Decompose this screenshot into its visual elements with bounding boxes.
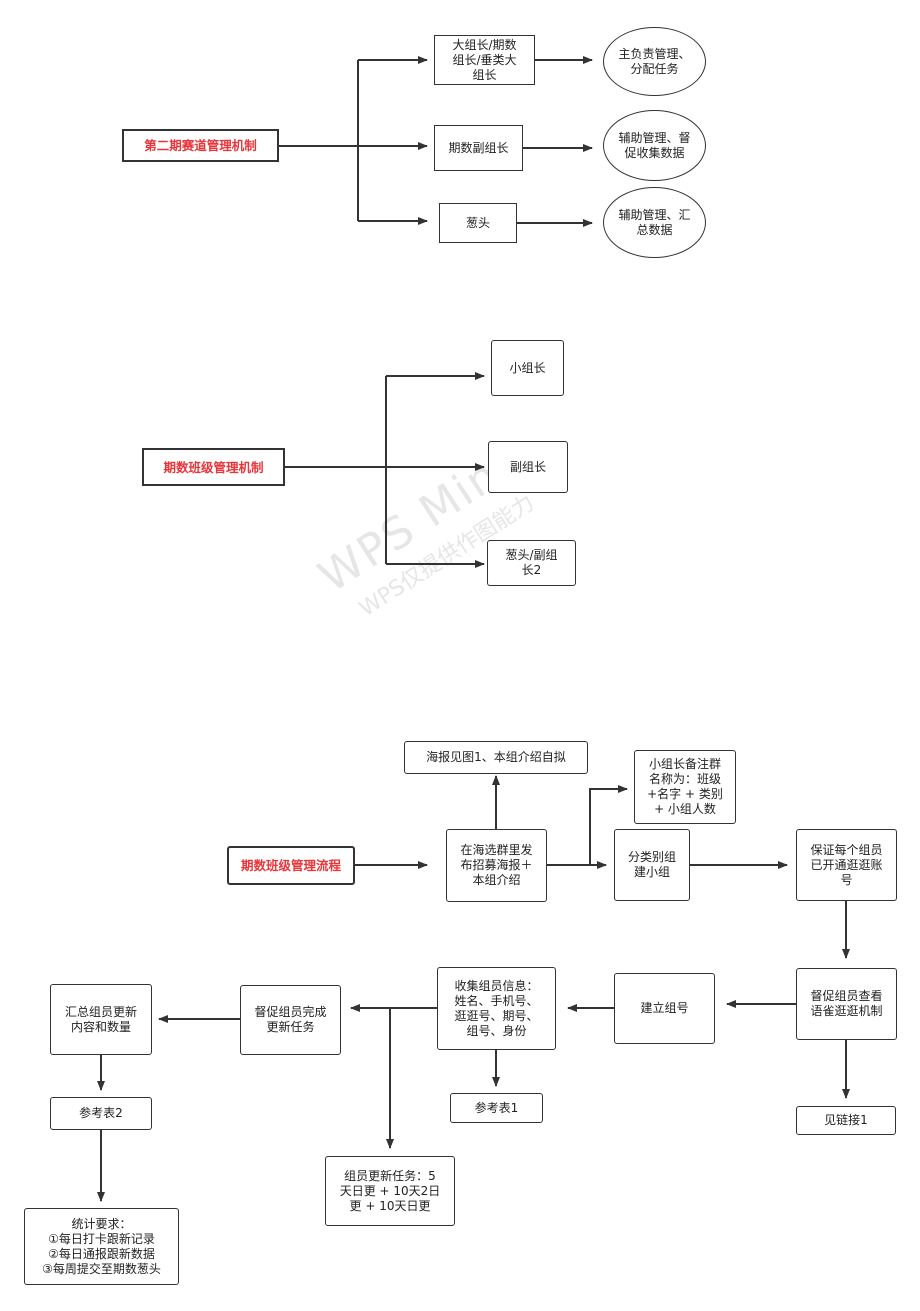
s3-title-node: 期数班级管理流程: [227, 846, 355, 885]
s3-group-node: 分类别组 建小组: [614, 829, 690, 901]
s2-title-node: 期数班级管理机制: [142, 448, 285, 486]
s2-role-node-1: 小组长: [491, 340, 564, 396]
s3-ensure-node: 保证每个组员 已开通逛逛账 号: [796, 829, 897, 901]
s3-poster-note-node: 海报见图1、本组介绍自拟: [404, 741, 588, 774]
s3-supervise-update-node: 督促组员完成 更新任务: [240, 985, 341, 1055]
s1-role-node-2: 期数副组长: [434, 125, 523, 171]
s1-title-node: 第二期赛道管理机制: [122, 129, 279, 162]
s3-link-node: 见链接1: [796, 1106, 896, 1135]
s3-publish-node: 在海选群里发 布招募海报＋ 本组介绍: [446, 829, 547, 902]
s3-build-node: 建立组号: [614, 973, 715, 1044]
s1-duty-node-3: 辅助管理、汇 总数据: [603, 187, 706, 258]
s2-role-node-3: 葱头/副组 长2: [487, 540, 576, 586]
s3-ref2-node: 参考表2: [50, 1097, 152, 1130]
s2-role-node-2: 副组长: [488, 441, 568, 493]
s3-ref1-node: 参考表1: [450, 1093, 543, 1123]
s1-duty-node-1: 主负责管理、 分配任务: [603, 27, 706, 96]
s1-role-node-1: 大组长/期数 组长/垂类大 组长: [434, 35, 535, 85]
s3-stats-node: 统计要求： ①每日打卡跟新记录 ②每日通报跟新数据 ③每周提交至期数葱头: [24, 1208, 179, 1285]
s3-arrow-to-remark: [589, 785, 628, 865]
s3-remark-note-node: 小组长备注群 名称为：班级 +名字 + 类别 + 小组人数: [634, 750, 736, 824]
s1-duty-node-2: 辅助管理、督 促收集数据: [603, 110, 706, 181]
s3-collect-node: 收集组员信息： 姓名、手机号、 逛逛号、期号、 组号、身份: [437, 967, 556, 1050]
s3-task-node: 组员更新任务：5 天日更 + 10天2日 更 + 10天日更: [325, 1156, 455, 1226]
s1-role-node-3: 葱头: [439, 203, 517, 243]
s3-summary-node: 汇总组员更新 内容和数量: [50, 984, 152, 1055]
s3-supervise-watch-node: 督促组员查看 语雀逛逛机制: [796, 968, 897, 1040]
